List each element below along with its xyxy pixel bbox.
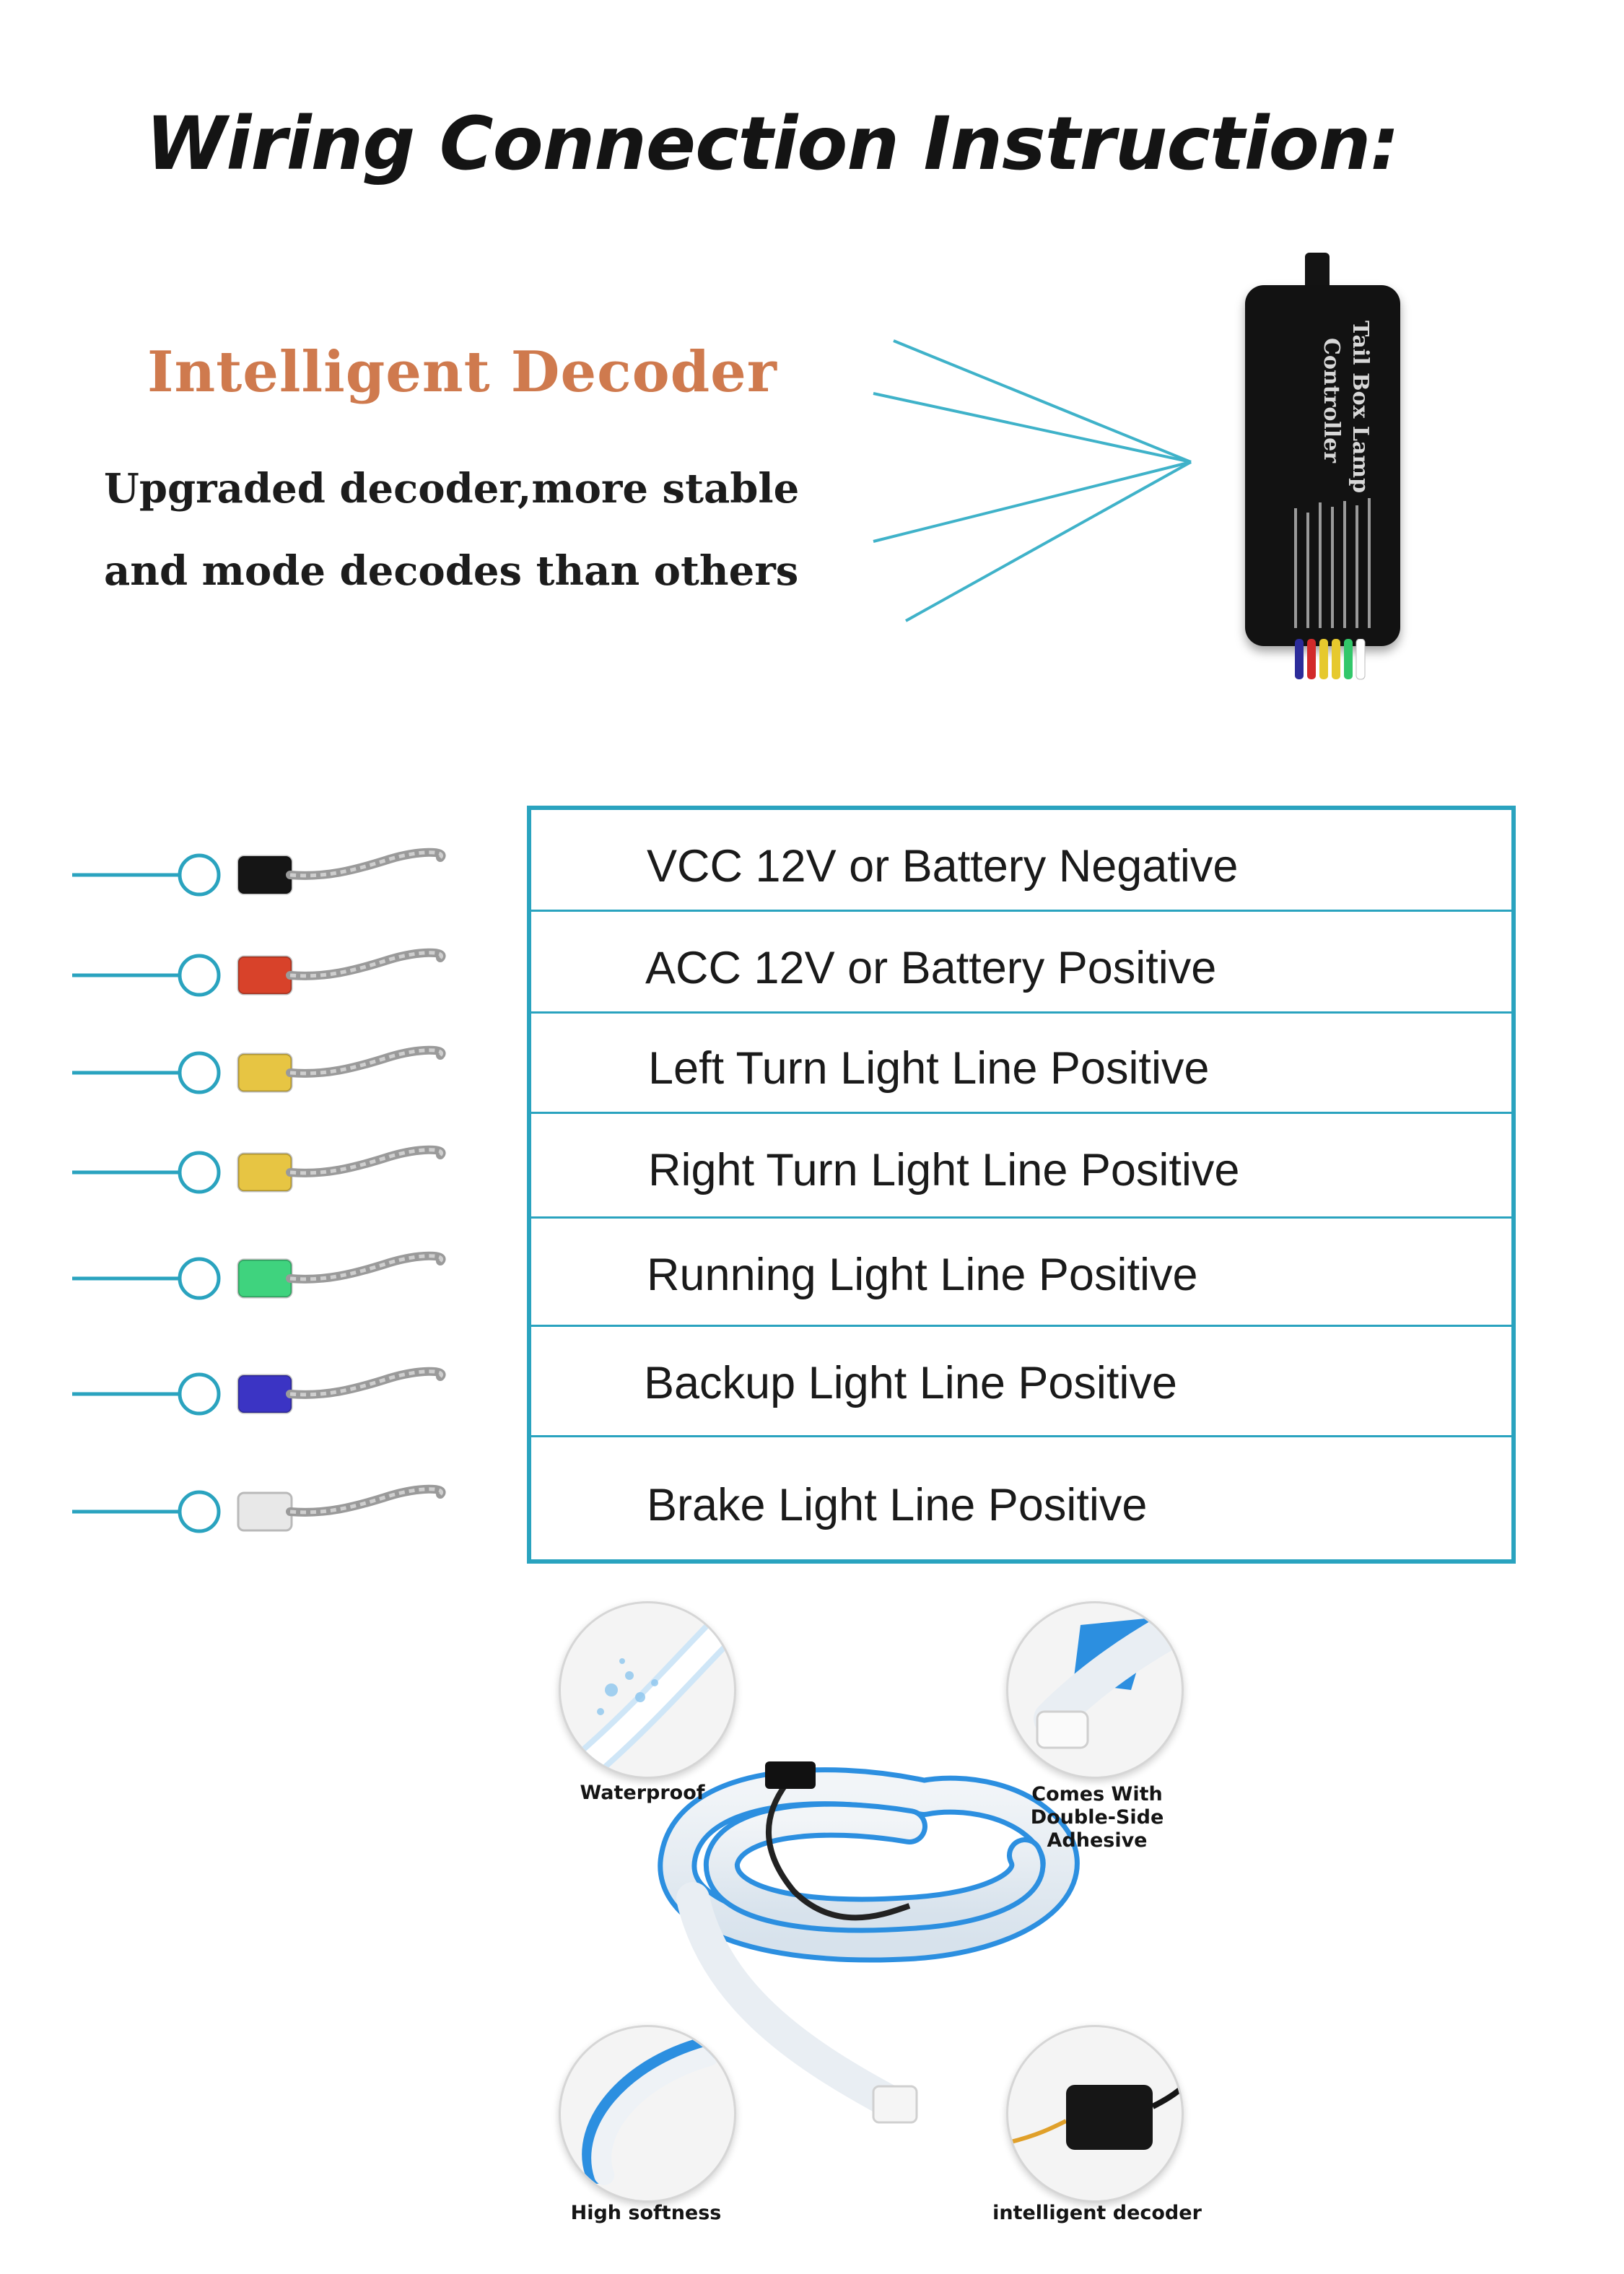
feature-label-decoder: intelligent decoder	[992, 2202, 1202, 2224]
wire-connector	[72, 1145, 446, 1194]
controller-wire	[1295, 639, 1304, 679]
wire-connector	[72, 848, 446, 897]
waterproof-thumbnail	[559, 1601, 736, 1779]
wire-label: Brake Light Line Positive	[647, 1480, 1148, 1530]
wire-label: Backup Light Line Positive	[644, 1358, 1177, 1408]
controller-wires	[1295, 639, 1366, 680]
wire-label: VCC 12V or Battery Negative	[647, 841, 1239, 892]
led-strip-image	[658, 1761, 1080, 2124]
wire-connector	[72, 1251, 446, 1300]
wire-connector	[72, 1484, 446, 1533]
controller-label-line1: Tail Box Lamp	[1348, 321, 1373, 494]
table-row: Backup Light Line Positive	[531, 1327, 1511, 1437]
controller-wire	[1344, 639, 1353, 679]
wire-label: Right Turn Light Line Positive	[648, 1145, 1240, 1195]
table-row: ACC 12V or Battery Positive	[531, 912, 1511, 1014]
table-row: Right Turn Light Line Positive	[531, 1114, 1511, 1219]
table-row: VCC 12V or Battery Negative	[531, 810, 1511, 912]
controller-wire	[1355, 639, 1366, 680]
feature-label-adhesive-line1: Comes With	[1031, 1783, 1163, 1805]
table-row: Running Light Line Positive	[531, 1219, 1511, 1327]
pointer-rays	[873, 339, 1192, 622]
controller-wire	[1319, 639, 1328, 679]
decoder-heading: Intelligent Decoder	[147, 339, 777, 405]
softness-thumbnail	[559, 2025, 736, 2203]
feature-label-adhesive: Comes With Double-Side Adhesive	[1010, 1783, 1184, 1852]
adhesive-thumbnail	[1006, 1601, 1184, 1779]
decoder-subtitle-line2: and mode decodes than others	[104, 547, 799, 595]
decoder-thumbnail	[1006, 2025, 1184, 2203]
controller-wire	[1307, 639, 1316, 679]
controller-wire	[1332, 639, 1340, 679]
table-row: Brake Light Line Positive	[531, 1437, 1511, 1564]
decoder-subtitle-line1: Upgraded decoder,more stable	[104, 465, 800, 513]
feature-label-adhesive-line3: Adhesive	[1047, 1829, 1148, 1852]
table-row: Left Turn Light Line Positive	[531, 1014, 1511, 1114]
controller-label-line2: Controller	[1319, 338, 1344, 463]
feature-label-softness: High softness	[570, 2202, 722, 2224]
feature-label-adhesive-line2: Double-Side	[1030, 1806, 1164, 1829]
wire-label: Running Light Line Positive	[647, 1250, 1198, 1300]
controller-label-area: Tail Box Lamp Controller	[1278, 318, 1386, 628]
wire-connectors	[72, 848, 446, 1533]
wire-table: VCC 12V or Battery Negative ACC 12V or B…	[527, 806, 1516, 1564]
controller-box	[1245, 285, 1400, 646]
wire-connector	[72, 1045, 446, 1094]
wire-connector	[72, 948, 446, 997]
feature-label-waterproof: Waterproof	[580, 1782, 705, 1804]
wire-label: ACC 12V or Battery Positive	[645, 943, 1217, 993]
wire-connector	[72, 1367, 446, 1416]
wire-label: Left Turn Light Line Positive	[648, 1043, 1210, 1094]
page-title: Wiring Connection Instruction:	[145, 101, 1400, 187]
controller-pin-markings	[1294, 498, 1371, 628]
